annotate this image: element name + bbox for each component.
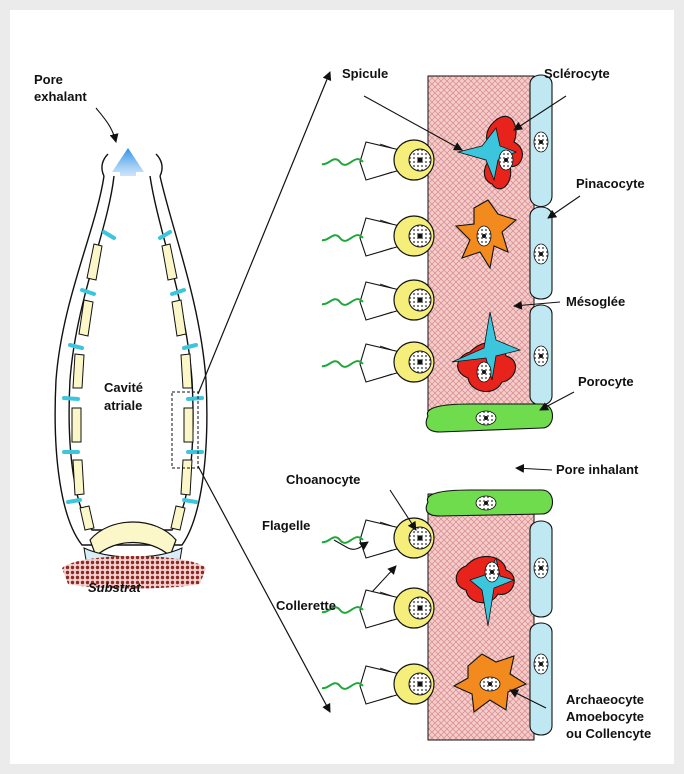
label-porocyte: Porocyte bbox=[578, 374, 634, 389]
label-pore-inhalant: Pore inhalant bbox=[556, 462, 639, 477]
label-sclerocyte: Sclérocyte bbox=[544, 66, 610, 81]
label-flagelle: Flagelle bbox=[262, 518, 310, 533]
label-cavite-line1: Cavité bbox=[104, 380, 143, 395]
label-mesoglee: Mésoglée bbox=[566, 294, 625, 309]
wall-detail-bottom bbox=[322, 490, 553, 740]
label-collencyte: ou Collencyte bbox=[566, 726, 651, 741]
label-collerette: Collerette bbox=[276, 598, 336, 613]
figure-frame: Pore exhalant Cavité atriale Substrat Sp… bbox=[10, 10, 674, 764]
label-pore-exhalant-line2: exhalant bbox=[34, 89, 87, 104]
label-cavite-line2: atriale bbox=[104, 398, 142, 413]
wall-detail-top bbox=[322, 75, 553, 432]
label-choanocyte: Choanocyte bbox=[286, 472, 360, 487]
label-pore-exhalant-line1: Pore bbox=[34, 72, 63, 87]
label-archaeocyte: Archaeocyte bbox=[566, 692, 644, 707]
label-spicule: Spicule bbox=[342, 66, 388, 81]
sponge-body bbox=[55, 148, 207, 589]
label-pinacocyte: Pinacocyte bbox=[576, 176, 645, 191]
label-substrat: Substrat bbox=[88, 580, 141, 595]
sponge-anatomy-diagram: Pore exhalant Cavité atriale Substrat Sp… bbox=[10, 10, 674, 764]
label-amoebocyte: Amoebocyte bbox=[566, 709, 644, 724]
